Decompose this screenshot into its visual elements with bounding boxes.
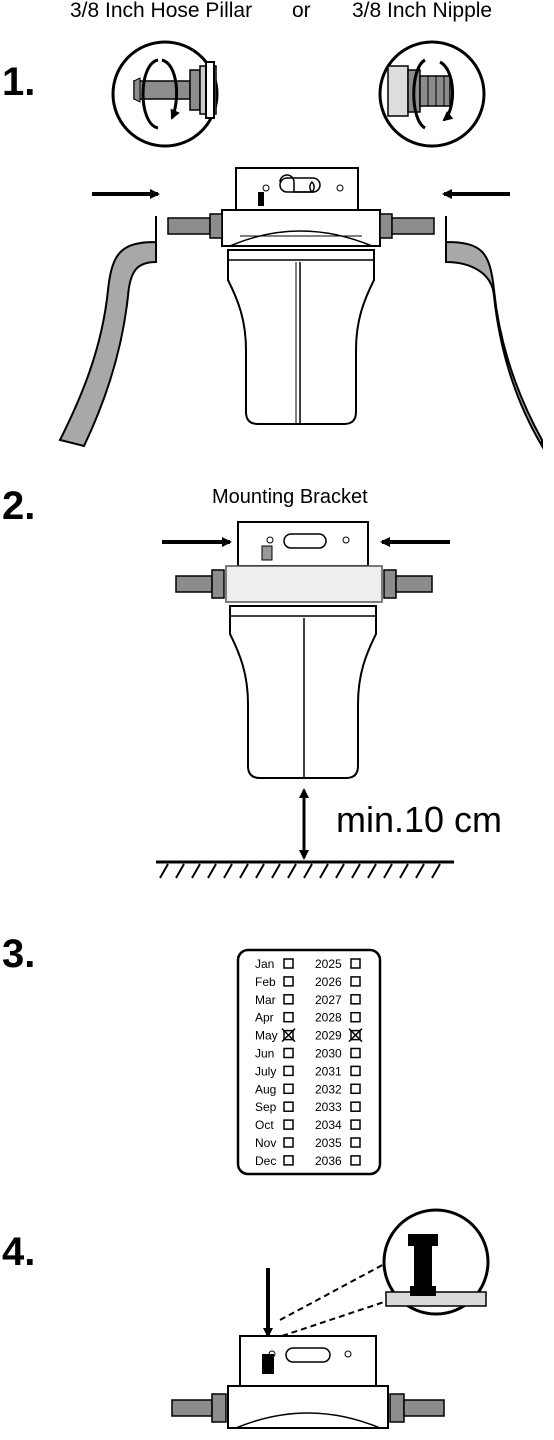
month-label: Nov [255, 1136, 276, 1150]
month-checkbox[interactable] [283, 1119, 294, 1130]
year-checkbox[interactable] [350, 1047, 361, 1059]
month-checkbox[interactable] [283, 1083, 294, 1095]
step-4-number: 4. [2, 1230, 36, 1274]
check-mark [348, 1028, 363, 1043]
step-1-number: 1. [2, 60, 36, 104]
month-checkbox[interactable] [283, 976, 294, 987]
month-label: July [255, 1064, 276, 1078]
filter-unit-step2 [175, 521, 433, 779]
month-label: Oct [255, 1118, 274, 1132]
month-label: Jun [255, 1047, 274, 1061]
right-hose [445, 216, 543, 450]
year-label: 2026 [315, 975, 342, 989]
month-checkbox[interactable] [283, 1137, 294, 1148]
year-checkbox[interactable] [350, 1011, 361, 1023]
month-label: Mar [255, 993, 276, 1007]
month-checkbox[interactable] [283, 1065, 294, 1077]
year-checkbox[interactable] [350, 1119, 361, 1130]
month-label: Dec [255, 1154, 276, 1168]
year-label: 2029 [315, 1029, 342, 1043]
month-label: Sep [255, 1100, 277, 1114]
year-label: 2035 [315, 1136, 342, 1150]
month-checkbox[interactable] [283, 1047, 294, 1059]
hose-pillar-detail-circle [111, 40, 219, 148]
month-label: May [255, 1029, 278, 1043]
hose-pillar-label: 3/8 Inch Hose Pillar [70, 0, 253, 22]
year-label: 2033 [315, 1100, 342, 1114]
year-checkbox[interactable] [350, 1137, 361, 1148]
year-label: 2036 [315, 1154, 342, 1168]
month-checkbox[interactable] [283, 1155, 294, 1166]
year-checkbox[interactable] [350, 994, 361, 1005]
check-mark [281, 1028, 296, 1043]
year-checkbox[interactable] [350, 958, 361, 969]
year-label: 2028 [315, 1011, 342, 1025]
month-label: Feb [255, 975, 276, 989]
month-checkbox[interactable] [283, 1011, 294, 1023]
clearance-label: min.10 cm [336, 799, 503, 840]
year-label: 2025 [315, 957, 342, 971]
month-checkbox[interactable] [283, 958, 294, 969]
year-label: 2027 [315, 993, 342, 1007]
nipple-label: 3/8 Inch Nipple [352, 0, 493, 22]
year-label: 2032 [315, 1082, 342, 1096]
mounting-bracket-label: Mounting Bracket [212, 486, 368, 508]
year-checkbox[interactable] [350, 976, 361, 987]
step-2-number: 2. [2, 484, 36, 528]
month-label: Jan [255, 957, 274, 971]
year-checkbox[interactable] [350, 1101, 361, 1112]
month-label: Aug [255, 1082, 276, 1096]
year-label: 2034 [315, 1118, 342, 1132]
year-checkbox[interactable] [350, 1065, 361, 1077]
month-checkbox[interactable] [283, 1101, 294, 1112]
left-hose [58, 216, 157, 448]
year-checkbox[interactable] [350, 1155, 361, 1166]
step-3-number: 3. [2, 932, 36, 976]
filter-unit-step4 [171, 1335, 445, 1429]
month-checkbox[interactable] [283, 994, 294, 1005]
year-label: 2031 [315, 1064, 342, 1078]
month-label: Apr [255, 1011, 274, 1025]
year-label: 2030 [315, 1047, 342, 1061]
year-checkbox[interactable] [350, 1083, 361, 1095]
seal-detail-circle [382, 1208, 490, 1316]
or-label: or [292, 0, 311, 22]
ground-line [156, 860, 454, 879]
nipple-detail-circle [378, 40, 486, 148]
zoom-line-top [279, 1261, 389, 1321]
replacement-date-label [236, 948, 382, 1176]
filter-unit-step1 [167, 167, 435, 425]
